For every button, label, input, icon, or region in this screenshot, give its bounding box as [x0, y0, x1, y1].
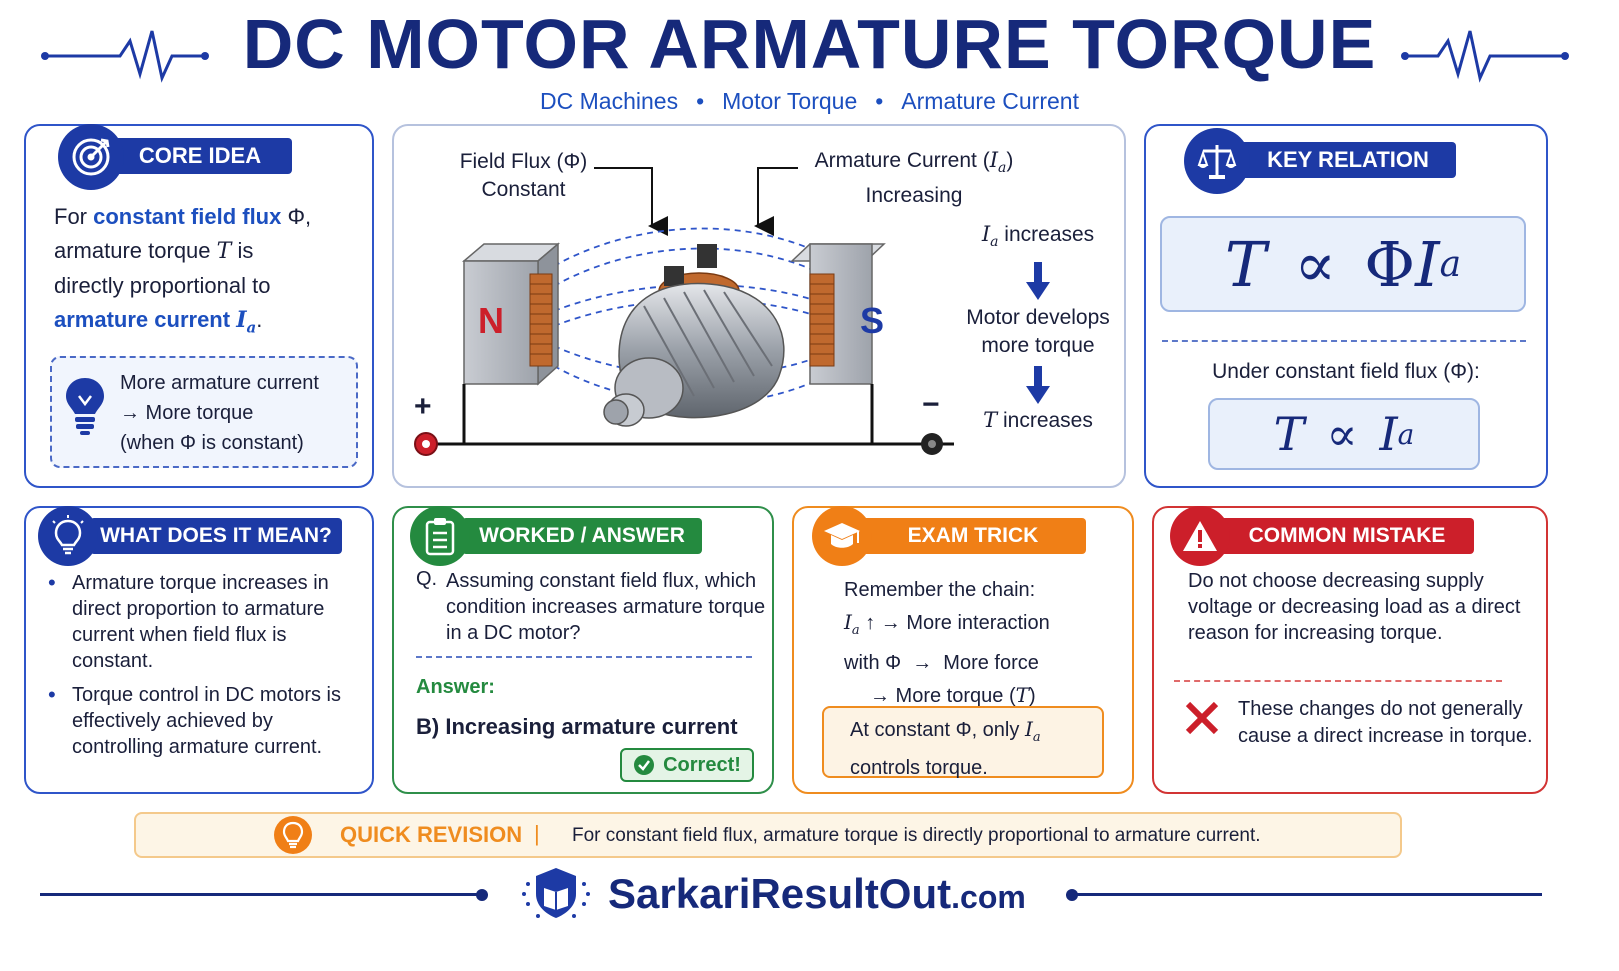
worked-badge: WORKED / ANSWER [462, 518, 702, 554]
exam-trick-badge: EXAM TRICK [860, 518, 1086, 554]
subtitle-item: Armature Current [901, 88, 1079, 114]
answer-text: B) Increasing armature current [416, 714, 738, 739]
page-subtitle: DC Machines•Motor Torque•Armature Curren… [540, 88, 1079, 114]
page-title: DC MOTOR ARMATURE TORQUE [242, 5, 1377, 83]
exam-trick-highlight-box: At constant Φ, only Ia controls torque. [822, 706, 1104, 779]
warning-icon [1170, 506, 1230, 566]
balance-scale-icon [1184, 128, 1250, 194]
core-idea-tip-text: More armature current→ More torque(when … [120, 372, 319, 454]
quick-revision-label: QUICK REVISION [340, 822, 523, 847]
left-heartbeat-icon [41, 30, 209, 83]
armature-current-label: Armature Current (Ia)Increasing [814, 148, 1014, 208]
exam-trick-chain: Remember the chain: Ia ↑ → More interact… [844, 579, 1050, 707]
core-idea-badge: CORE IDEA [108, 138, 292, 174]
quick-revision-text: For constant field flux, armature torque… [572, 825, 1261, 846]
footer-line-left [40, 893, 480, 896]
quick-revision-bar: QUICK REVISION | For constant field flux… [134, 812, 1402, 858]
correct-badge: Correct! [620, 748, 754, 782]
answer-label: Answer: [416, 676, 495, 698]
footer-dot [476, 889, 488, 901]
chain-step-current: Ia increases [981, 222, 1095, 251]
book-shield-icon [522, 868, 590, 918]
divider [416, 656, 752, 658]
common-mistake-card: COMMON MISTAKE Do not choose decreasing … [1152, 506, 1548, 794]
mistake-badge: COMMON MISTAKE [1220, 518, 1474, 554]
meaning-card: WHAT DOES IT MEAN? Armature torque incre… [24, 506, 374, 794]
check-circle-icon [634, 755, 655, 775]
down-arrow-icon [1026, 262, 1050, 300]
field-flux-label: Field Flux (Φ)Constant [459, 150, 588, 201]
core-idea-card: CORE IDEA For constant field flux Φ, arm… [24, 124, 374, 488]
down-arrow-icon [1026, 366, 1050, 404]
list-item: Armature torque increases in direct prop… [38, 570, 358, 674]
negative-terminal-icon [892, 433, 943, 455]
question-prefix: Q. [416, 568, 438, 590]
clipboard-icon [410, 506, 470, 566]
negative-sign: − [922, 388, 940, 421]
lightbulb-icon [38, 506, 98, 566]
north-pole-label: N [478, 300, 504, 341]
meaning-list: Armature torque increases in direct prop… [38, 570, 358, 768]
key-relation-badge: KEY RELATION [1240, 142, 1456, 178]
core-idea-text: For constant field flux Φ, armature torq… [54, 204, 312, 337]
lightbulb-icon [274, 816, 312, 854]
under-constant-text: Under constant field flux (Φ): [1212, 360, 1480, 383]
mistake-note: These changes do not generally cause a d… [1238, 698, 1533, 747]
subtitle-item: DC Machines [540, 88, 679, 114]
separator: | [534, 821, 540, 846]
list-item: Torque control in DC motors is effective… [38, 682, 358, 760]
south-pole-label: S [860, 300, 885, 341]
worked-answer-card: WORKED / ANSWER Q. Assuming constant fie… [392, 506, 774, 794]
mistake-text: Do not choose decreasing supply voltage … [1188, 570, 1521, 644]
right-heartbeat-icon [1401, 30, 1569, 83]
brand-logo-text: SarkariResultOut.com [608, 870, 1026, 917]
exam-trick-card: EXAM TRICK Remember the chain: Ia ↑ → Mo… [792, 506, 1134, 794]
meaning-badge: WHAT DOES IT MEAN? [90, 518, 342, 554]
dc-motor-illustration [414, 167, 954, 456]
target-icon [58, 124, 124, 190]
core-idea-tip-box: More armature current→ More torque(when … [50, 356, 358, 468]
footer-line-right [1072, 893, 1542, 896]
question-text: Assuming constant field flux, which cond… [446, 570, 766, 644]
motor-diagram-card: Field Flux (Φ)Constant Armature Current … [392, 124, 1126, 488]
divider [1174, 680, 1502, 682]
lightbulb-icon [66, 378, 104, 435]
positive-sign: + [414, 390, 432, 423]
divider [1162, 340, 1526, 342]
chain-step-result: T increases [983, 408, 1093, 432]
graduation-cap-icon [812, 506, 872, 566]
subtitle-item: Motor Torque [722, 88, 858, 114]
cross-icon [1185, 701, 1219, 735]
